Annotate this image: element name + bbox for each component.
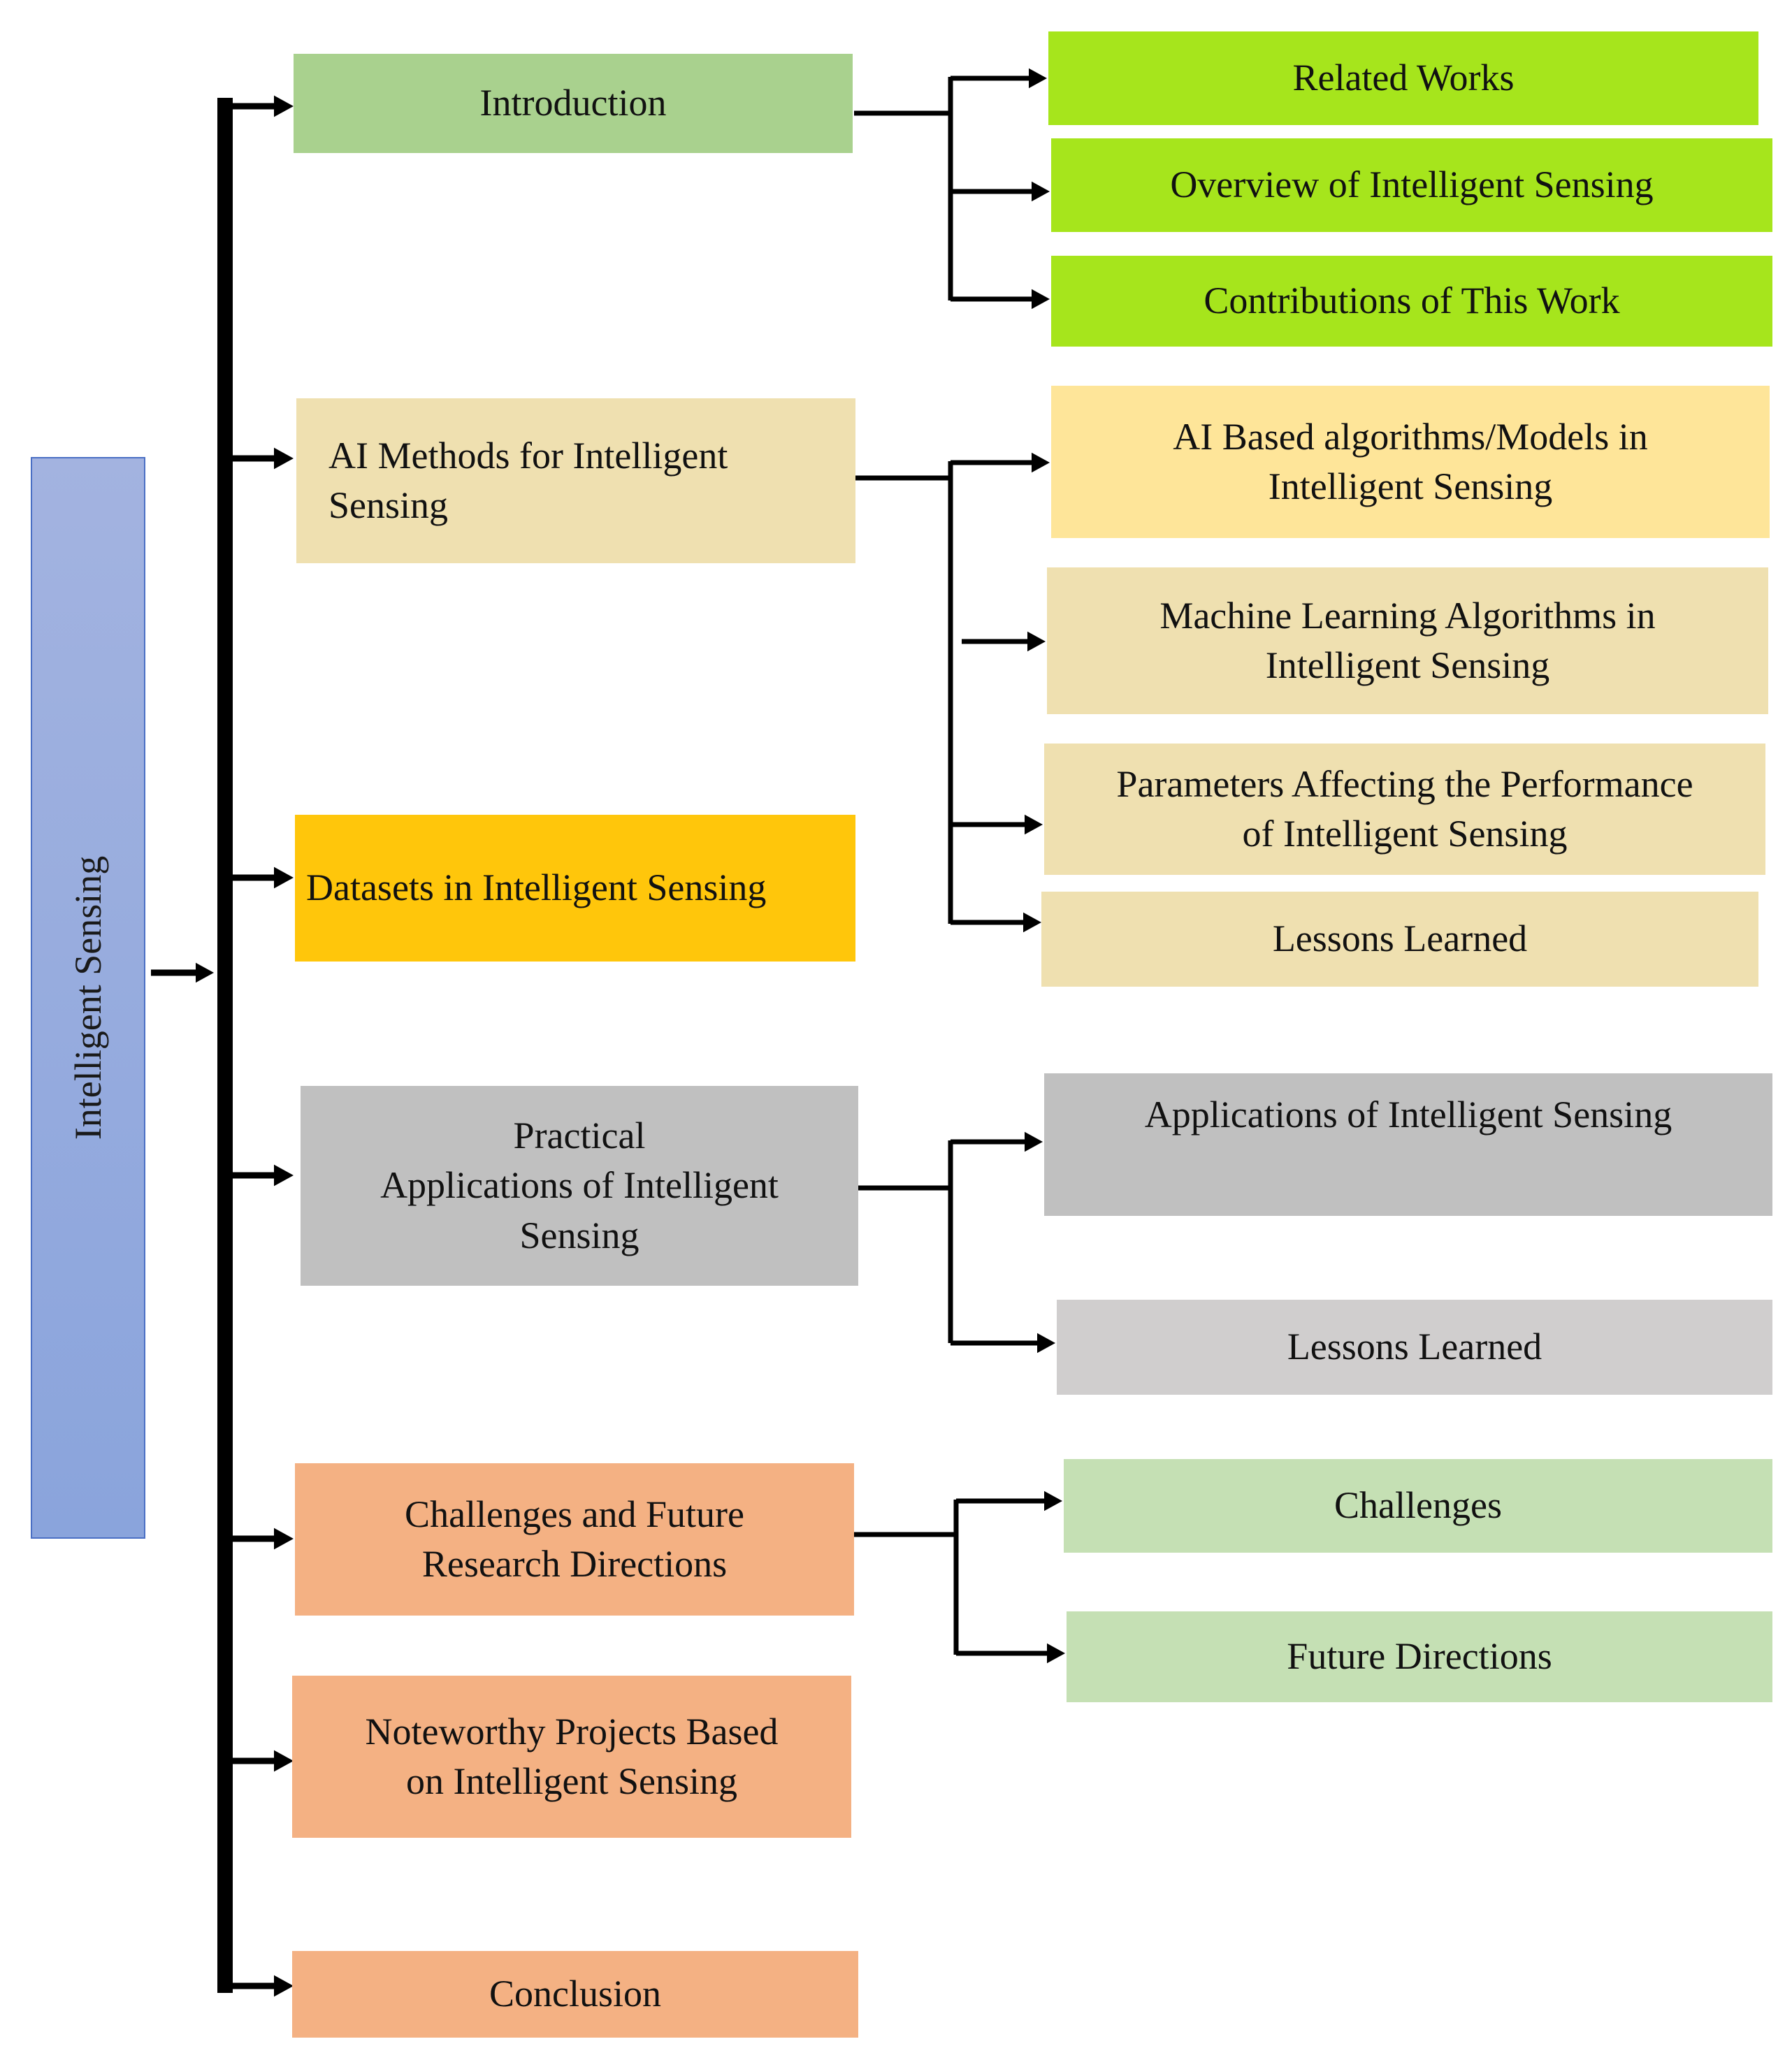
arrow-conclusion-head: [274, 1975, 294, 1997]
subsection-challenges: Challenges: [1064, 1459, 1772, 1553]
section-introduction: Introduction: [294, 54, 853, 153]
root-node: Intelligent Sensing: [31, 457, 145, 1539]
subsection-related-works-label: Related Works: [1292, 57, 1515, 99]
section-conclusion: Conclusion: [292, 1951, 858, 2038]
arrow-noteworthy-projects-head: [274, 1750, 294, 1772]
subsection-overview: Overview of Intelligent Sensing: [1051, 138, 1772, 232]
arrow-introduction-head: [274, 95, 294, 117]
arrow-overview-head: [1032, 181, 1050, 202]
subsection-contributions: Contributions of This Work: [1051, 256, 1772, 347]
subsection-overview-label: Overview of Intelligent Sensing: [1170, 164, 1654, 206]
section-ai-methods-label: AI Methods for Intelligent Sensing: [328, 434, 728, 526]
subsection-future-directions: Future Directions: [1067, 1611, 1772, 1702]
arrow-challenges-head: [274, 1528, 294, 1550]
root-arrow-head: [196, 962, 214, 983]
arrow-applications-head: [1025, 1131, 1043, 1152]
subsection-ai-lessons-learned-label: Lessons Learned: [1272, 917, 1528, 960]
arrow-datasets-head: [274, 866, 294, 889]
arrow-related-works-head: [1029, 68, 1047, 89]
section-practical-applications: Practical Applications of Intelligent Se…: [301, 1086, 858, 1286]
arrow-ai-lessons-learned-head: [1023, 912, 1041, 933]
subsection-future-directions-label: Future Directions: [1287, 1635, 1552, 1678]
section-noteworthy-projects: Noteworthy Projects Based on Intelligent…: [292, 1676, 851, 1838]
subsection-related-works: Related Works: [1048, 31, 1758, 125]
subsection-challenges-label: Challenges: [1334, 1484, 1502, 1527]
root-node-label: Intelligent Sensing: [67, 855, 109, 1140]
subsection-parameters: Parameters Affecting the Performance of …: [1044, 744, 1765, 875]
arrow-applications-lessons-learned-head: [1037, 1333, 1055, 1354]
section-ai-methods: AI Methods for Intelligent Sensing: [296, 398, 855, 563]
arrow-future-directions-head: [1047, 1643, 1065, 1664]
arrow-ai-based-algorithms-head: [1032, 452, 1050, 473]
subsection-applications-lessons-learned: Lessons Learned: [1057, 1300, 1772, 1395]
section-noteworthy-projects-label: Noteworthy Projects Based on Intelligent…: [365, 1710, 779, 1802]
section-datasets-label: Datasets in Intelligent Sensing: [306, 866, 767, 909]
subsection-applications: Applications of Intelligent Sensing: [1044, 1073, 1772, 1216]
arrow-subchallenges-head: [1044, 1490, 1062, 1511]
arrow-machine-learning-head: [1027, 631, 1046, 652]
arrow-ai-methods-head: [274, 447, 294, 470]
arrow-parameters-head: [1025, 814, 1043, 835]
subsection-ai-lessons-learned: Lessons Learned: [1041, 892, 1758, 987]
section-introduction-label: Introduction: [479, 82, 667, 124]
arrow-contributions-head: [1032, 289, 1050, 310]
section-datasets: Datasets in Intelligent Sensing: [295, 815, 855, 962]
subsection-applications-lessons-learned-label: Lessons Learned: [1287, 1326, 1542, 1368]
subsection-parameters-label: Parameters Affecting the Performance of …: [1116, 762, 1693, 855]
section-challenges-label: Challenges and Future Research Direction…: [405, 1493, 744, 1585]
subsection-ai-based-algorithms: AI Based algorithms/Models in Intelligen…: [1051, 386, 1770, 538]
subsection-machine-learning-label: Machine Learning Algorithms in Intellige…: [1159, 594, 1656, 686]
subsection-applications-label: Applications of Intelligent Sensing: [1144, 1094, 1672, 1136]
subsection-ai-based-algorithms-label: AI Based algorithms/Models in Intelligen…: [1173, 415, 1648, 507]
subsection-contributions-label: Contributions of This Work: [1204, 280, 1620, 322]
section-practical-applications-label: Practical Applications of Intelligent Se…: [380, 1115, 779, 1256]
section-challenges: Challenges and Future Research Direction…: [295, 1463, 854, 1616]
section-conclusion-label: Conclusion: [489, 1973, 661, 2015]
arrow-practical-applications-head: [274, 1164, 294, 1187]
subsection-machine-learning: Machine Learning Algorithms in Intellige…: [1047, 567, 1768, 714]
